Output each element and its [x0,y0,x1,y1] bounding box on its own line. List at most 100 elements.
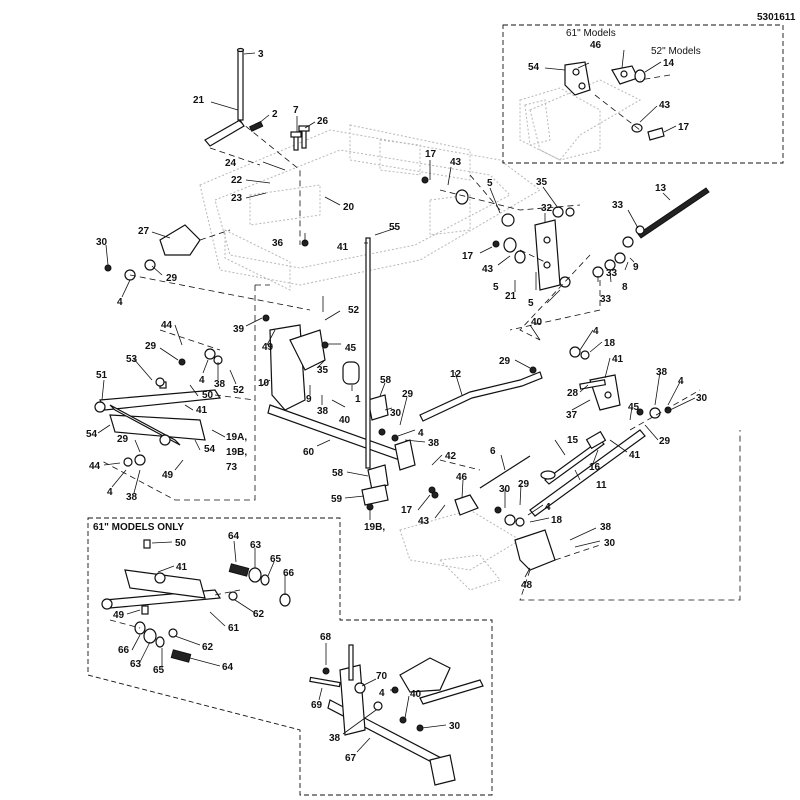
callout-41c: 38 [317,406,329,417]
callout-57: 54 [528,62,540,73]
assembly-dashed-lines [99,74,741,601]
callout-32d: 30 [499,484,511,495]
callout-59: 55 [389,222,401,233]
hardware-misc [104,176,672,527]
callout-17: 17 [425,149,437,160]
callout-39: 35 [317,365,329,376]
callout-46b: 44 [89,461,101,472]
callout-23: 21 [193,95,205,106]
handle-assembly [204,47,264,147]
callout-62: 60 [303,447,315,458]
leader-lines [97,49,696,753]
rod-13 [637,187,710,239]
callout-10: 10 [258,378,270,389]
frame-ghost [199,87,601,591]
callout-30b: 29 [145,341,157,352]
callout-30c: 29 [117,434,129,445]
callout-63: 61 [228,623,240,634]
callout-53: 50 [202,390,214,401]
callout-52: 52 [348,305,360,316]
callout-44: 42 [445,451,457,462]
callout-51: 49 [162,470,174,481]
callout-12: 12 [450,369,462,380]
callout-54: 51 [96,370,108,381]
inset-top-right-border [502,24,784,164]
callout-38: 37 [566,410,578,421]
callout-4d: 4 [418,428,424,439]
callout-69: 67 [345,753,357,764]
callout-13: 13 [655,183,667,194]
rod-12 [419,371,543,422]
callout-47-inset: 43 [659,100,671,111]
parts-8-9-35 [592,225,645,278]
callout-30f: 29 [659,436,671,447]
callout-7: 7 [293,105,299,116]
callout-31: 30 [604,538,616,549]
callout-70: 68 [320,632,332,643]
callout-36: 35 [536,177,548,188]
callout-labels: 3 21 2 7 26 24 22 23 20 36 27 30 29 4 41… [86,40,708,764]
callout-53-inset: 50 [175,538,187,549]
callout-18: 18 [604,338,616,349]
callout-21: 20 [343,202,355,213]
callout-41d: 38 [428,438,440,449]
callout-61: 59 [331,494,343,505]
callout-50: 48 [521,580,533,591]
inset-caption-61-models: 61" Models [566,28,616,39]
callout-5b: 5 [493,282,499,293]
callout-67: 65 [270,554,282,565]
diagram-number: 5301611 [757,12,796,23]
callout-25: 23 [231,193,243,204]
parts-1-39-60 [342,237,389,506]
callout-22: 21 [505,291,517,302]
callout-4c: 4 [107,487,113,498]
callout-4b: 4 [199,375,205,386]
callout-48-inset: 46 [590,40,602,51]
callout-32b: 30 [390,408,402,419]
callout-33: 32 [541,203,553,214]
callout-71: 69 [311,700,323,711]
callout-65b: 63 [130,659,142,670]
callout-45: 45 [345,343,357,354]
right-bracket-38 [579,374,621,411]
callout-67b: 65 [153,665,165,676]
inset-caption-52-models: 52" Models [651,46,701,57]
inset-bottom-parts [309,644,484,786]
callout-18b: 18 [551,515,563,526]
callout-41e: 38 [656,367,668,378]
callout-4e: 4 [593,326,599,337]
callout-6: 6 [490,446,496,457]
callout-65: 63 [250,540,262,551]
callout-48: 46 [456,472,468,483]
part-28-bracket [159,224,201,256]
callout-9: 9 [633,262,639,273]
callout-40: 39 [233,324,245,335]
callout-17b: 17 [462,251,474,262]
callout-66: 64 [228,531,240,542]
callout-47b: 43 [482,264,494,275]
callout-26: 24 [225,158,237,169]
rods-11-15-16 [529,429,646,517]
callout-43b: 41 [196,405,208,416]
callout-45b: 45 [628,402,640,413]
callout-72: 70 [376,671,388,682]
callout-19a: 19A, [226,432,247,443]
part-50-bracket [514,529,556,571]
callout-68: 66 [283,568,295,579]
callout-27: 26 [317,116,329,127]
spring-6 [479,455,531,489]
callout-5c: 5 [528,298,534,309]
callout-64: 62 [253,609,265,620]
callout-51-inset: 49 [113,610,125,621]
callout-32c: 30 [696,393,708,404]
callout-8: 8 [622,282,628,293]
callout-49: 49 [262,342,274,353]
callout-29: 28 [567,388,579,399]
callout-4f: 4 [678,376,684,387]
callout-9b: 9 [306,394,312,405]
callout-30g: 29 [518,479,530,490]
callout-4: 4 [117,297,123,308]
callout-66b: 64 [222,662,234,673]
callout-19b: 19B, [226,447,247,458]
